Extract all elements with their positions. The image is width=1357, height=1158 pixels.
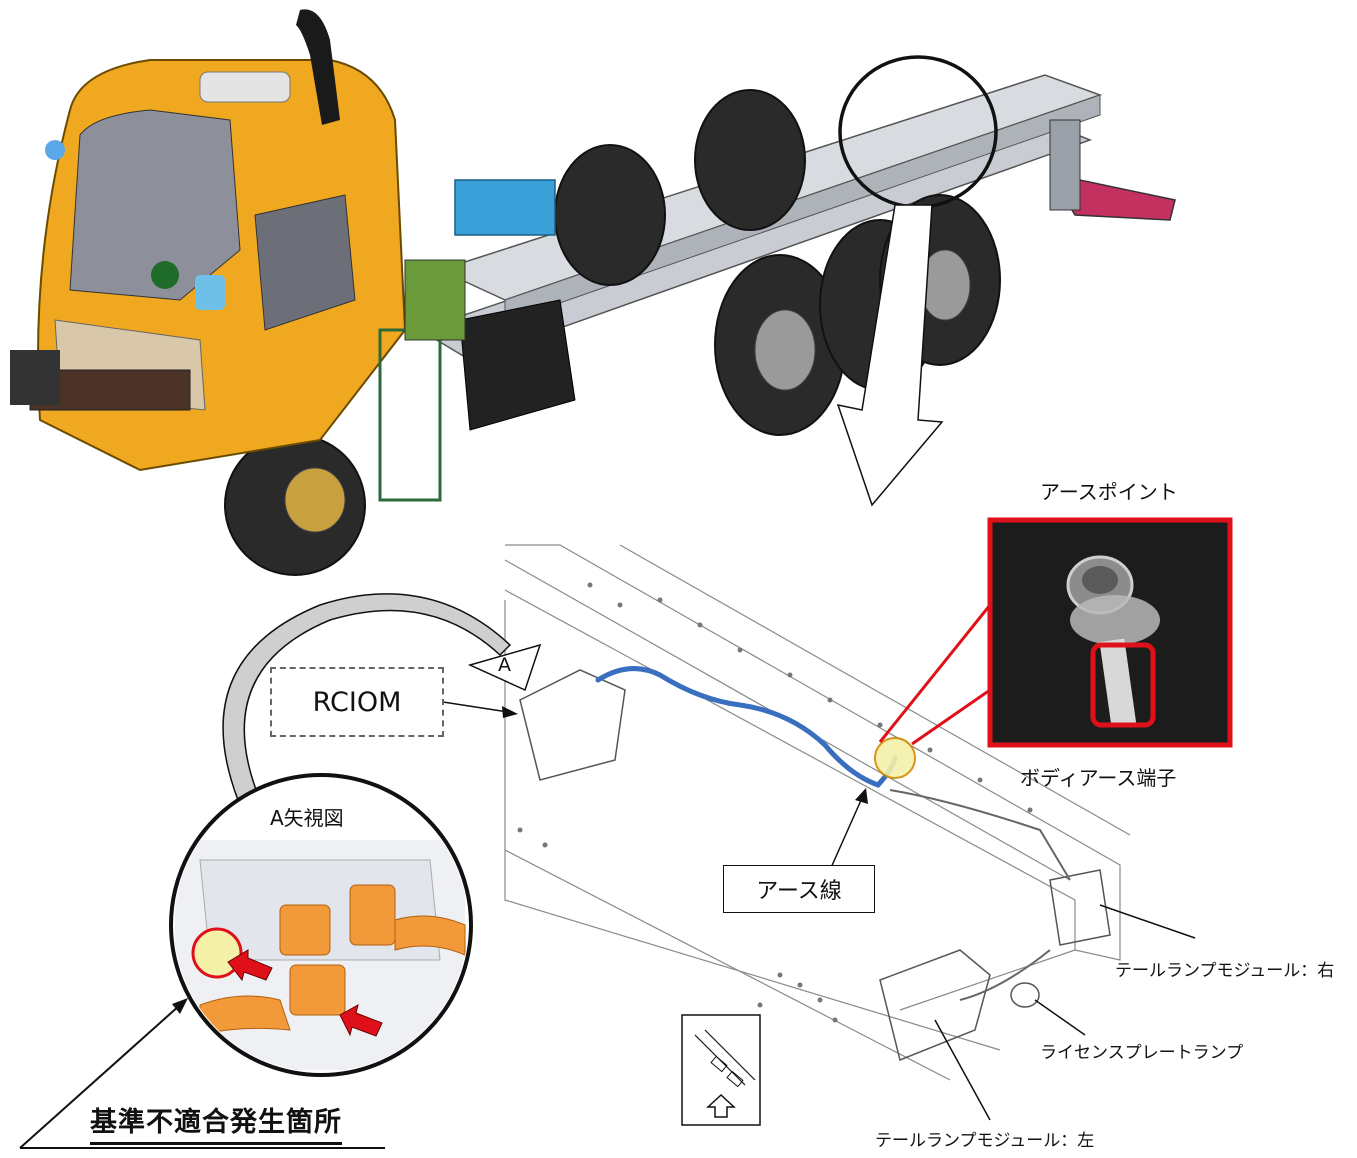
rciom-leader xyxy=(442,701,509,713)
license-lamp-leader xyxy=(1034,999,1086,1036)
orientation-symbol xyxy=(681,1014,761,1126)
view-a-arrow xyxy=(222,593,542,801)
tail-lamp-right-leader xyxy=(1099,904,1196,939)
tail-lamp-right-label: テールランプモジュール：右 xyxy=(1115,961,1335,981)
nonconformity-leader xyxy=(19,1004,181,1149)
earth-point-label: アースポイント xyxy=(1040,480,1178,504)
earth-wire-path xyxy=(595,666,898,788)
tail-lamp-left-label: テールランプモジュール：左 xyxy=(875,1131,1095,1151)
earth-wire-label: アース線 xyxy=(723,865,875,913)
view-a-caption: A矢視図 xyxy=(270,806,344,830)
license-plate-lamp-label: ライセンスプレートランプ xyxy=(1040,1043,1244,1063)
earth-terminal-marker xyxy=(874,737,916,779)
earth-point-photo xyxy=(987,517,1233,748)
truck-illustration xyxy=(10,9,1176,576)
tail-lamp-left-leader xyxy=(934,1019,991,1121)
view-a-detail-circle xyxy=(169,773,473,1077)
photo-leader-line xyxy=(911,688,991,746)
body-earth-terminal-label: ボディアース端子 xyxy=(1020,766,1177,790)
earth-wire-leader xyxy=(829,797,863,871)
nonconformity-location-label: 基準不適合発生箇所 xyxy=(90,1100,342,1145)
rciom-label: RCIOM xyxy=(270,667,444,737)
callout-arrow-shape xyxy=(836,204,944,507)
photo-leader-line-2 xyxy=(878,604,992,743)
view-a-marker: A xyxy=(498,654,511,676)
